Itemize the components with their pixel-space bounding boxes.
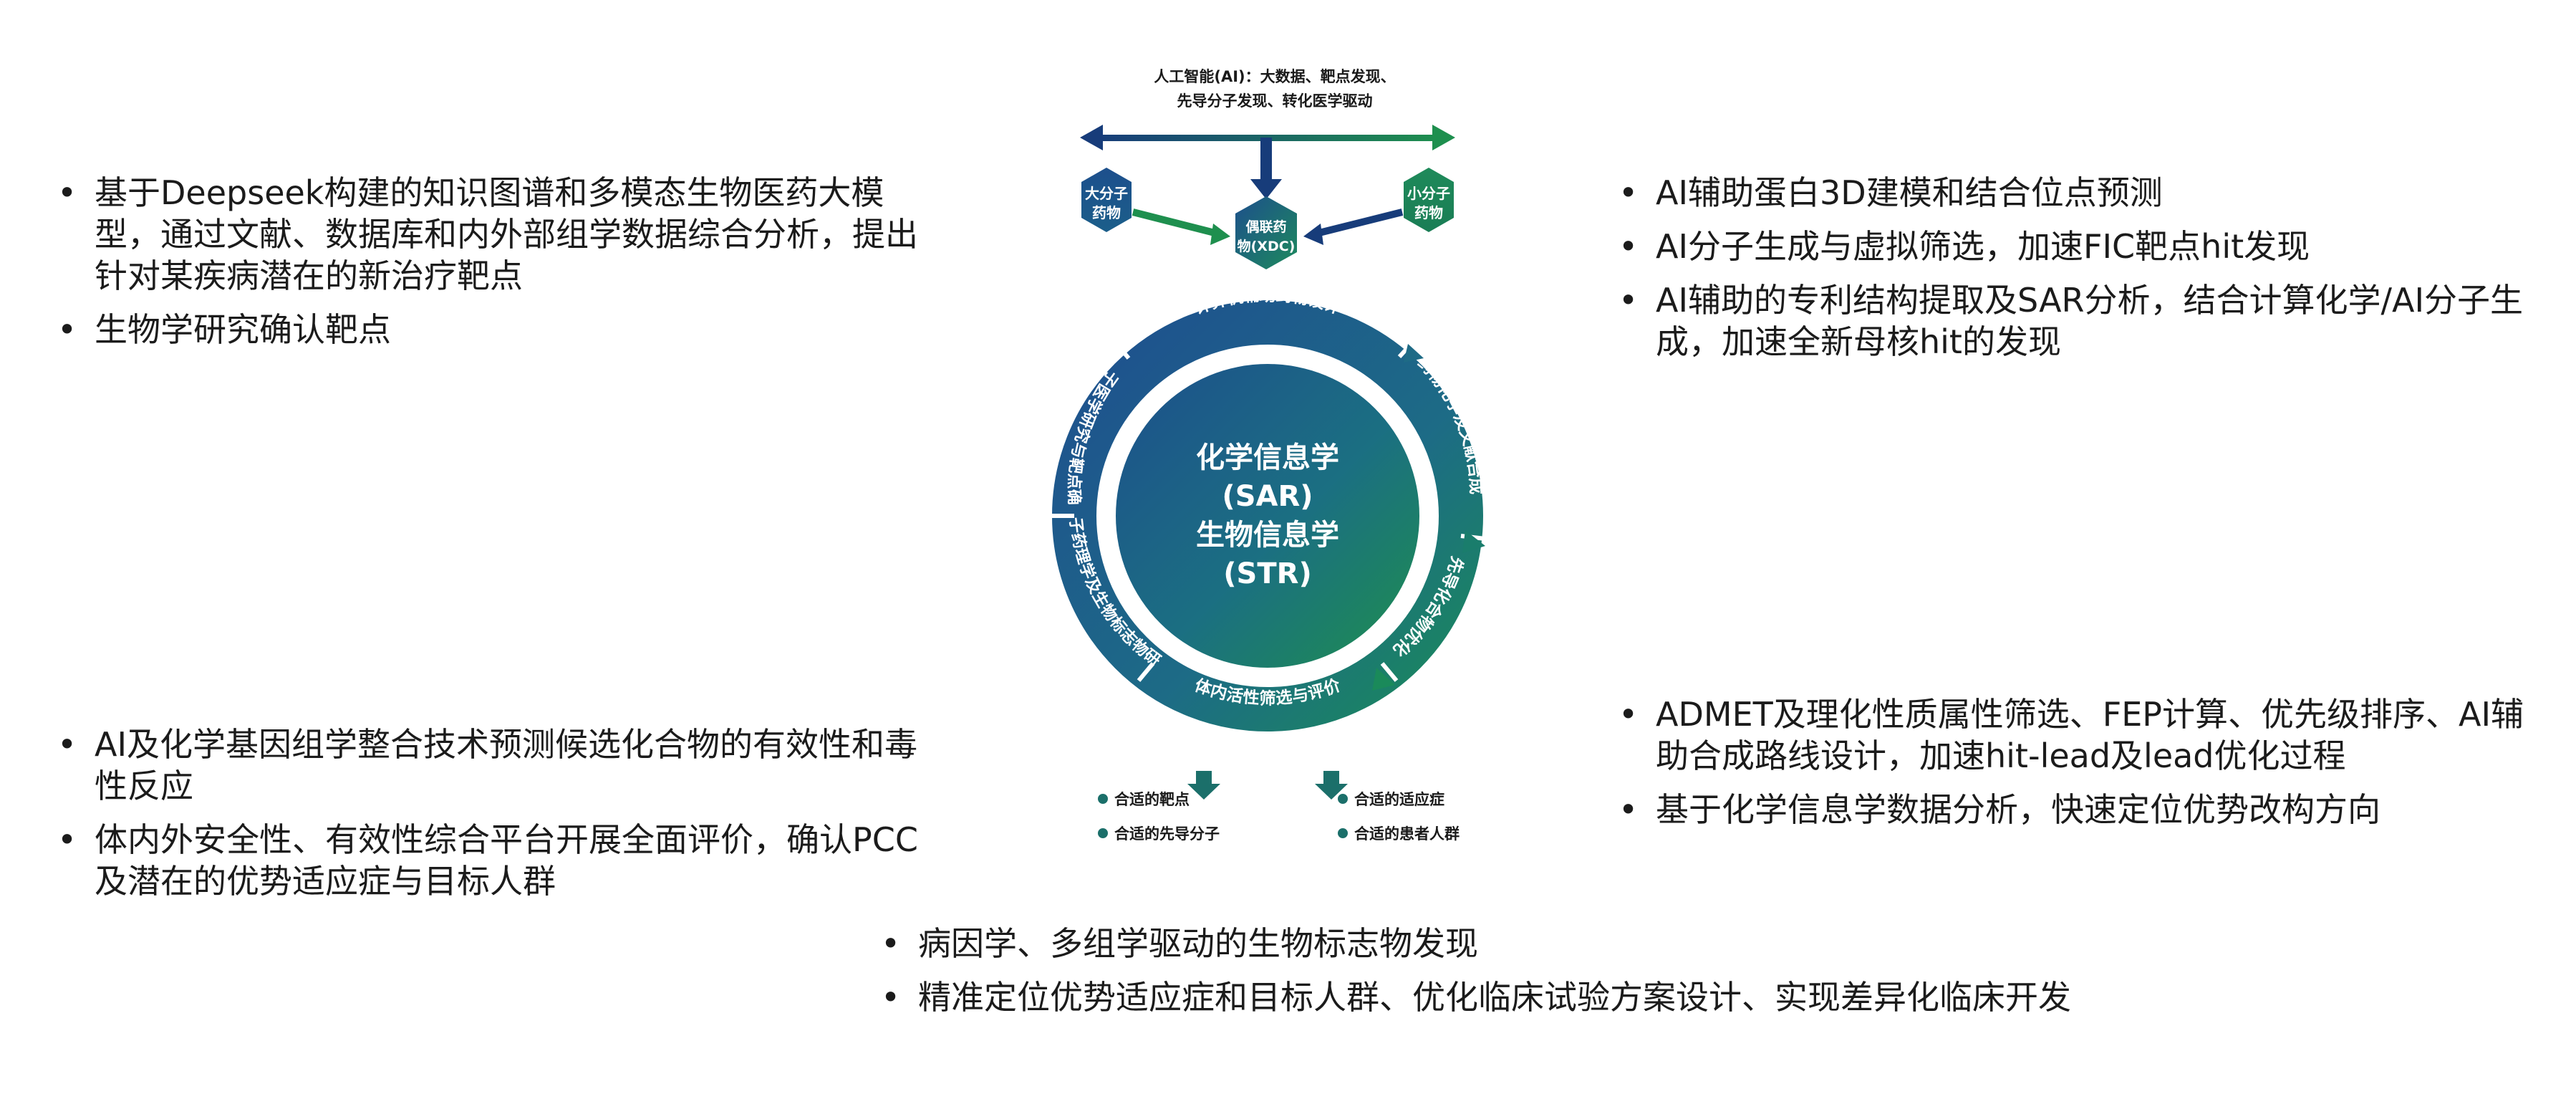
bullet-text: AI辅助蛋白3D建模和结合位点预测 <box>1656 173 2163 212</box>
bullet-item: • 精准定位优势适应症和目标人群、优化临床试验方案设计、实现差异化临床开发 <box>874 977 2449 1018</box>
ring-arrow-icon <box>1372 668 1395 691</box>
left-top-bullets: • 基于Deepseek构建的知识图谱和多模态生物医药大模型，通过文献、数据库和内… <box>50 172 924 363</box>
bullet-dot: • <box>1619 281 1639 320</box>
bullet-item: • 基于Deepseek构建的知识图谱和多模态生物医药大模型，通过文献、数据库和内… <box>50 172 924 297</box>
bottom-bullets: • 病因学、多组学驱动的生物标志物发现 • 精准定位优势适应症和目标人群、优化临床试… <box>874 923 2449 1030</box>
center-text-3: 生物信息学 <box>1196 519 1339 552</box>
bullet-dot: • <box>1619 227 1639 266</box>
small-molecule-label-2: 药物 <box>1414 204 1443 221</box>
bullet-text: 基于化学信息学数据分析，快速定位优势改构方向 <box>1656 790 2380 829</box>
bullet-item: • AI辅助的专利结构提取及SAR分析，结合计算化学/AI分子生成，加速全新母核h… <box>1611 279 2557 363</box>
center-text-2: (SAR) <box>1222 480 1313 513</box>
outcome-dot <box>1098 828 1108 838</box>
ring-arrow-icon <box>1462 530 1485 553</box>
large-molecule-hexagon: 大分子 药物 <box>1081 168 1132 232</box>
down-arrow-icon <box>1250 138 1282 199</box>
bullet-dot: • <box>1619 695 1639 734</box>
bullet-text: 基于Deepseek构建的知识图谱和多模态生物医药大模型，通过文献、数据库和内外… <box>95 173 918 295</box>
outcome-indication: 合适的适应症 <box>1354 791 1444 808</box>
bullet-item: • 生物学研究确认靶点 <box>50 309 924 350</box>
right-mid-bullets: • ADMET及理化性质属性筛选、FEP计算、优先级排序、AI辅助合成路线设计，加… <box>1611 694 2557 843</box>
bullet-text: ADMET及理化性质属性筛选、FEP计算、优先级排序、AI辅助合成路线设计，加速… <box>1656 695 2524 775</box>
outcome-target: 合适的靶点 <box>1114 791 1190 808</box>
diagram-svg: 人工智能(AI)：大数据、靶点发现、 先导分子发现、转化医学驱动 大分子 药物 … <box>1003 57 1486 843</box>
bullet-dot: • <box>57 173 77 212</box>
large-molecule-label-2: 药物 <box>1092 204 1121 221</box>
outcome-arrow-icon-left <box>1187 771 1220 800</box>
bullet-text: 病因学、多组学驱动的生物标志物发现 <box>918 924 1478 963</box>
center-text-4: (STR) <box>1223 557 1311 590</box>
small-molecule-label-1: 小分子 <box>1407 185 1450 202</box>
outcome-dot <box>1338 794 1348 804</box>
process-ring <box>1050 300 1486 731</box>
bullet-dot: • <box>57 725 77 764</box>
bullet-dot: • <box>881 978 901 1017</box>
bullet-text: AI分子生成与虚拟筛选，加速FIC靶点hit发现 <box>1656 227 2310 266</box>
bullet-text: 生物学研究确认靶点 <box>95 310 391 349</box>
outcome-arrow-icon-right <box>1315 771 1348 800</box>
bullet-dot: • <box>1619 173 1639 212</box>
right-top-bullets: • AI辅助蛋白3D建模和结合位点预测 • AI分子生成与虚拟筛选，加速FIC靶点h… <box>1611 172 2557 375</box>
bullet-item: • AI辅助蛋白3D建模和结合位点预测 <box>1611 172 2557 213</box>
converge-arrow-icon-left <box>1132 208 1230 245</box>
ai-text-line2: 先导分子发现、转化医学驱动 <box>1177 92 1373 110</box>
center-circle: 化学信息学 (SAR) 生物信息学 (STR) <box>1116 364 1419 668</box>
xdc-label-1: 偶联药 <box>1245 219 1286 235</box>
bullet-text: 精准定位优势适应症和目标人群、优化临床试验方案设计、实现差异化临床开发 <box>918 978 2071 1017</box>
bullet-item: • ADMET及理化性质属性筛选、FEP计算、优先级排序、AI辅助合成路线设计，加… <box>1611 694 2557 777</box>
outcome-patients: 合适的患者人群 <box>1354 825 1460 843</box>
left-mid-bullets: • AI及化学基因组学整合技术预测候选化合物的有效性和毒性反应 • 体内外安全性、有… <box>50 724 924 914</box>
center-text-1: 化学信息学 <box>1196 441 1339 474</box>
bullet-text: AI及化学基因组学整合技术预测候选化合物的有效性和毒性反应 <box>95 725 918 805</box>
bullet-item: • 体内外安全性、有效性综合平台开展全面评价，确认PCC及潜在的优势适应症与目标人… <box>50 819 924 902</box>
large-molecule-label-1: 大分子 <box>1085 185 1128 202</box>
drug-discovery-cycle-diagram: 人工智能(AI)：大数据、靶点发现、 先导分子发现、转化医学驱动 大分子 药物 … <box>1003 57 1547 867</box>
outcome-list: 合适的靶点 合适的适应症 合适的先导分子 合适的患者人群 <box>1098 791 1460 843</box>
converge-arrow-icon-right <box>1303 208 1404 245</box>
small-molecule-hexagon: 小分子 药物 <box>1404 168 1454 232</box>
ai-text-line1: 人工智能(AI)：大数据、靶点发现、 <box>1154 68 1395 85</box>
bullet-item: • AI及化学基因组学整合技术预测候选化合物的有效性和毒性反应 <box>50 724 924 807</box>
bullet-text: AI辅助的专利结构提取及SAR分析，结合计算化学/AI分子生成，加速全新母核hi… <box>1656 281 2524 361</box>
outcome-dot <box>1098 794 1108 804</box>
xdc-hexagon: 偶联药 物(XDC) <box>1235 196 1297 269</box>
bullet-item: • 病因学、多组学驱动的生物标志物发现 <box>874 923 2449 964</box>
bullet-dot: • <box>881 924 901 963</box>
bullet-item: • 基于化学信息学数据分析，快速定位优势改构方向 <box>1611 789 2557 830</box>
ring-arrow-icon <box>1404 344 1424 363</box>
xdc-label-2: 物(XDC) <box>1238 238 1296 254</box>
bullet-dot: • <box>1619 790 1639 829</box>
outcome-dot <box>1338 828 1348 838</box>
outcome-lead: 合适的先导分子 <box>1114 825 1220 843</box>
bullet-dot: • <box>57 820 77 859</box>
bullet-text: 体内外安全性、有效性综合平台开展全面评价，确认PCC及潜在的优势适应症与目标人群 <box>95 820 918 901</box>
bullet-dot: • <box>57 310 77 349</box>
bullet-item: • AI分子生成与虚拟筛选，加速FIC靶点hit发现 <box>1611 226 2557 267</box>
